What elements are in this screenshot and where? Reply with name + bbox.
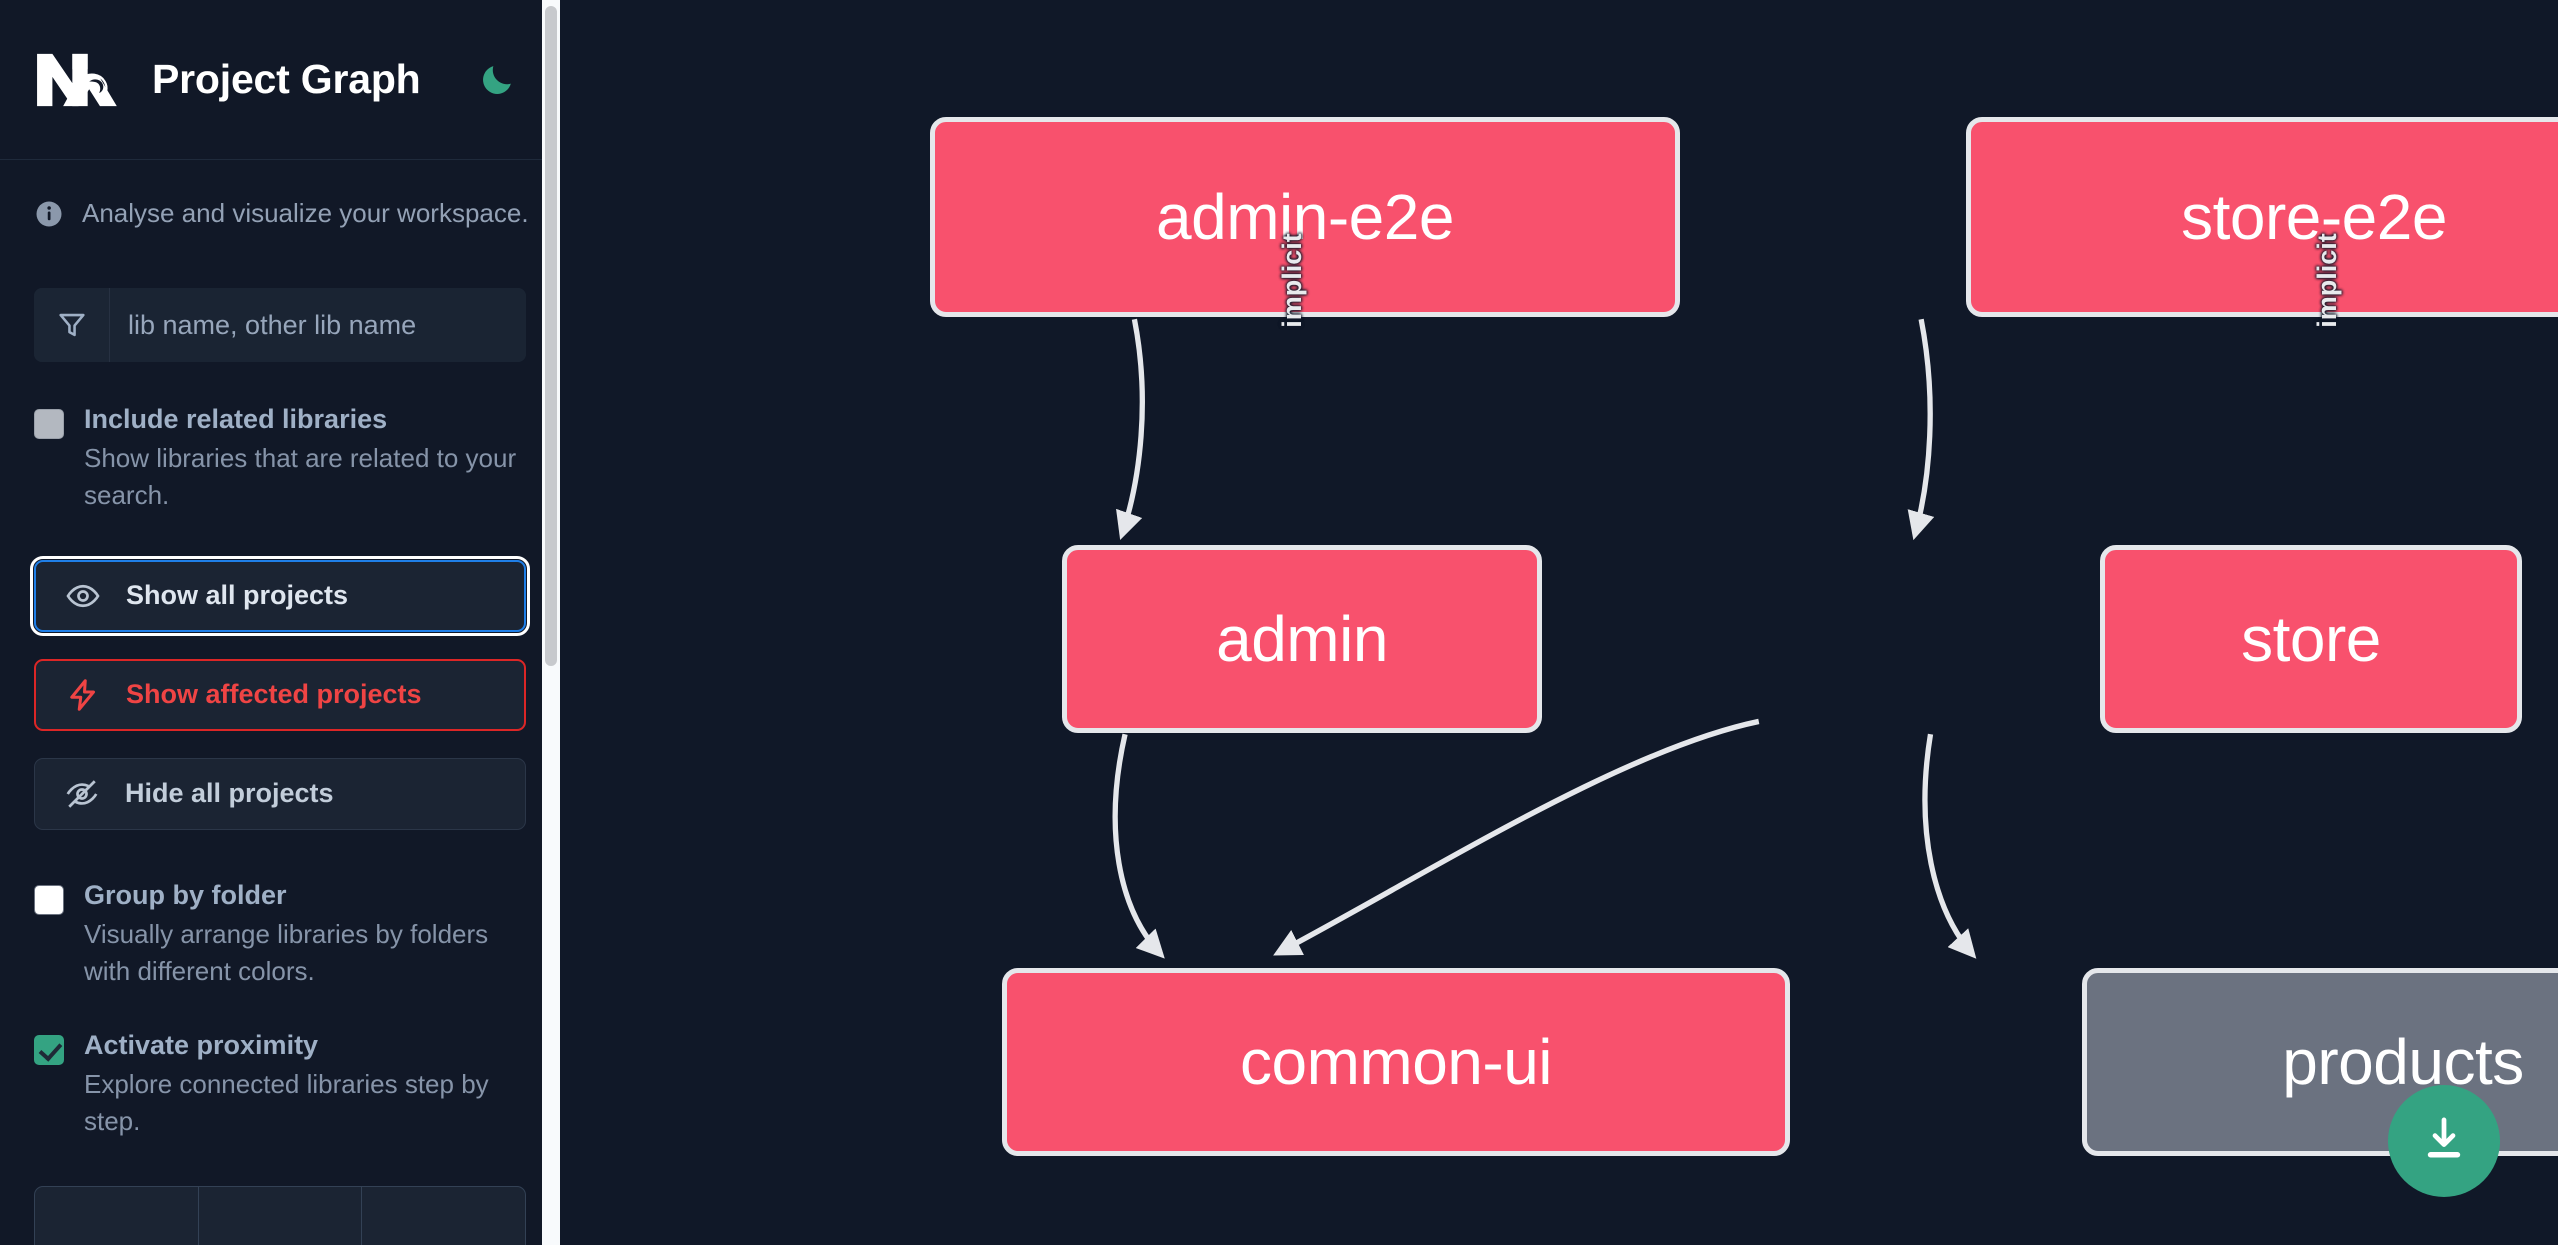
node-label: admin <box>1216 603 1388 675</box>
node-label: common-ui <box>1239 1026 1553 1098</box>
node-label: store <box>2241 603 2381 675</box>
checkbox-group-by-folder[interactable] <box>34 884 64 915</box>
graph-node-common-ui[interactable]: common-ui <box>1002 968 1790 1156</box>
edge-label-implicit-admin: implicit <box>1276 233 1307 328</box>
nx-logo-icon <box>34 49 126 111</box>
download-image-button[interactable] <box>2388 1085 2500 1197</box>
edge-label-implicit-store: implicit <box>2311 233 2342 328</box>
button-label: Show affected projects <box>126 679 422 710</box>
graph-edges <box>1112 318 1977 959</box>
sidebar-tagline: Analyse and visualize your workspace. <box>0 160 560 230</box>
stepper-segment[interactable] <box>199 1186 363 1245</box>
edge-admin-e2e-to-admin <box>1116 318 1145 541</box>
visibility-buttons: Show all projects Show affected projects <box>30 555 530 830</box>
option-include-related-libraries[interactable]: Include related libraries Show libraries… <box>0 404 560 514</box>
sidebar: Project Graph Analyse and visualize your… <box>0 0 560 1245</box>
option-description: Show libraries that are related to your … <box>84 443 517 510</box>
show-affected-projects-button[interactable]: Show affected projects <box>34 658 526 731</box>
node-label: store-e2e <box>2181 181 2447 253</box>
sidebar-scrollbar-thumb[interactable] <box>545 6 557 666</box>
edge-store-e2e-to-store <box>1907 318 1935 541</box>
sidebar-header: Project Graph <box>0 0 560 160</box>
graph-node-admin-e2e[interactable]: admin-e2e <box>930 117 1680 317</box>
filter-icon <box>34 288 110 362</box>
stepper-segment[interactable] <box>362 1187 525 1245</box>
option-activate-proximity[interactable]: Activate proximity Explore connected lib… <box>0 1030 560 1140</box>
app-title: Project Graph <box>152 56 421 102</box>
edge-admin-to-common-ui <box>1112 733 1165 959</box>
moon-icon[interactable] <box>473 56 521 104</box>
info-icon <box>34 199 64 229</box>
graph-node-store[interactable]: store <box>2100 545 2522 733</box>
node-label: products <box>2282 1026 2524 1098</box>
option-label: Activate proximity <box>84 1029 319 1060</box>
edge-store-to-common-ui <box>1273 718 1760 956</box>
button-label: Show all projects <box>126 580 349 611</box>
option-description: Explore connected libraries step by step… <box>84 1068 489 1136</box>
eye-icon <box>64 577 102 615</box>
option-label: Include related libraries <box>84 404 388 434</box>
sidebar-scrollbar[interactable] <box>542 0 560 1245</box>
option-label: Group by folder <box>84 879 287 910</box>
graph-node-store-e2e[interactable]: store-e2e <box>1966 117 2558 317</box>
option-group-by-folder[interactable]: Group by folder Visually arrange librari… <box>0 880 560 990</box>
eye-off-icon <box>63 775 101 813</box>
graph-canvas[interactable]: admin-e2e store-e2e admin store common-u… <box>560 0 2558 1245</box>
sidebar-scroll-region: Project Graph Analyse and visualize your… <box>0 0 560 1245</box>
graph-node-admin[interactable]: admin <box>1062 545 1542 733</box>
search-bar[interactable] <box>34 288 526 362</box>
proximity-stepper-partial[interactable] <box>34 1185 526 1245</box>
show-all-projects-button[interactable]: Show all projects <box>30 555 530 636</box>
sidebar-tagline-text: Analyse and visualize your workspace. <box>82 198 529 228</box>
search-input[interactable] <box>110 288 526 362</box>
button-label: Hide all projects <box>125 778 334 809</box>
graph-node-products[interactable]: products <box>2082 968 2558 1156</box>
checkbox-include-related-libraries[interactable] <box>34 409 64 439</box>
checkbox-activate-proximity[interactable] <box>34 1034 64 1065</box>
node-label: admin-e2e <box>1156 181 1454 253</box>
option-description: Visually arrange libraries by folders wi… <box>84 918 489 986</box>
hide-all-projects-button[interactable]: Hide all projects <box>34 757 526 830</box>
download-icon <box>2417 1112 2471 1171</box>
lightning-icon <box>64 676 102 714</box>
edge-store-to-products <box>1922 733 1977 959</box>
stepper-segment[interactable] <box>35 1186 199 1245</box>
